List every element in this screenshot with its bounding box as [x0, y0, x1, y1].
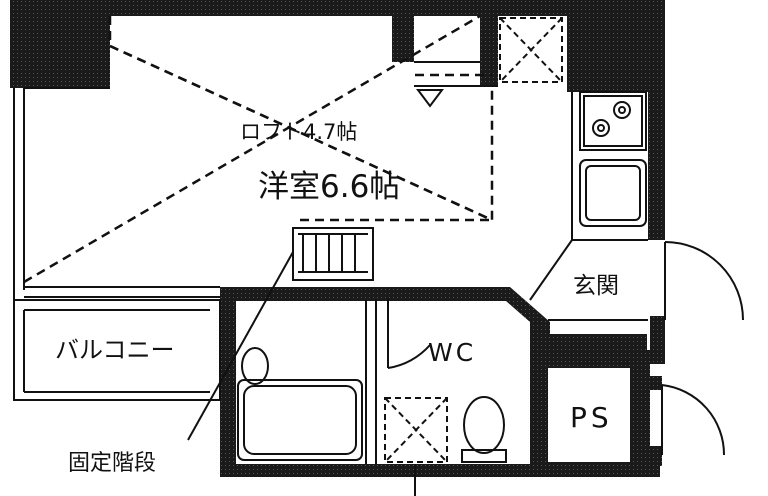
wc-label: WC — [428, 338, 477, 367]
fixed-stairs-label: 固定階段 — [68, 451, 157, 476]
kitchen — [579, 91, 647, 227]
western-room-label: 洋室6.6帖 — [258, 169, 401, 205]
x-boxes — [384, 17, 563, 463]
walls — [10, 0, 665, 477]
loft-dashed — [23, 14, 494, 284]
loft-label: ロフト4.7帖 — [240, 120, 358, 144]
stairs — [187, 227, 374, 441]
triangle-marker — [416, 89, 444, 108]
entrance-label: 玄関 — [573, 273, 619, 299]
outline-lines — [13, 61, 648, 401]
ps-label: PS — [570, 401, 613, 434]
doors — [387, 241, 744, 456]
bath-fixtures — [237, 300, 507, 496]
balcony-label: バルコニー — [55, 336, 175, 364]
